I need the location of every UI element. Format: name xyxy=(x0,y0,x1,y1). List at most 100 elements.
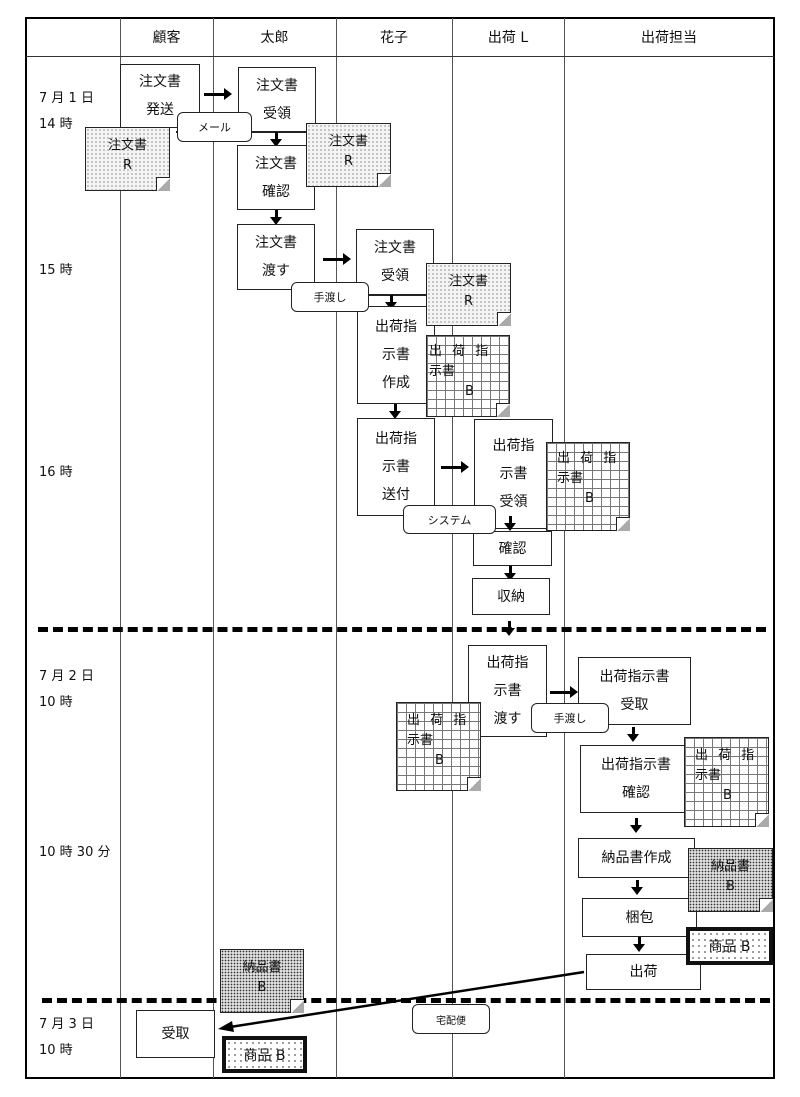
step-text: 確認 xyxy=(498,540,527,557)
time-label-1030: 10 時 30 分 xyxy=(39,845,111,860)
medium-courier: 宅配便 xyxy=(412,1004,490,1034)
step-text: 渡す xyxy=(262,263,290,279)
arrowhead-icon xyxy=(218,1021,234,1032)
day-separator xyxy=(38,627,766,632)
doc-text: R xyxy=(343,154,354,169)
folded-corner-icon xyxy=(467,777,481,791)
time-label-day1: 7 月 1 日 14 時 xyxy=(39,86,94,138)
swimlane-frame xyxy=(25,17,775,1079)
doc-text: 納品書 xyxy=(242,960,282,975)
doc-text: 示書 xyxy=(695,768,722,783)
step-text: 出荷指 xyxy=(375,319,417,335)
arrow-down-icon xyxy=(504,566,516,581)
step-text: 注文書 xyxy=(255,155,297,172)
step-text: 受取 xyxy=(620,697,649,713)
doc-text: 注文書 xyxy=(448,274,488,289)
step-ship: 出荷 xyxy=(586,954,701,990)
date-label: 7 月 1 日 xyxy=(39,91,94,106)
hour-label: 14 時 xyxy=(39,117,73,132)
doc-text: B xyxy=(726,879,735,894)
arrow-down-icon xyxy=(270,132,282,147)
step-create-delivery-note: 納品書作成 xyxy=(578,838,695,878)
document-instruction-b: 出 荷 指 示書 B xyxy=(546,442,630,531)
step-hand-order: 注文書渡す xyxy=(237,224,315,290)
doc-text: R xyxy=(122,158,133,173)
date-label: 7 月 3 日 xyxy=(39,1017,94,1032)
doc-text: B xyxy=(257,980,267,995)
document-instruction-b: 出 荷 指 示書 B xyxy=(684,737,769,827)
goods-b: 商品 B xyxy=(686,927,773,965)
medium-mail: メール xyxy=(177,112,252,142)
step-text: 発送 xyxy=(146,102,174,118)
document-order-r: 注文書 R xyxy=(426,263,511,326)
step-text: 出荷指示書 xyxy=(599,669,670,685)
arrow-down-icon xyxy=(389,404,401,419)
doc-text: 示書 xyxy=(429,364,456,379)
date-label: 7 月 2 日 xyxy=(39,669,94,684)
doc-text: 出 荷 指 xyxy=(429,344,492,359)
step-confirm: 確認 xyxy=(473,531,552,566)
arrow-down-icon xyxy=(503,621,515,636)
folded-corner-icon xyxy=(496,403,510,417)
lane-header-shipping-staff: 出荷担当 xyxy=(641,30,697,46)
folded-corner-icon xyxy=(497,312,511,326)
goods-b: 商品 B xyxy=(222,1036,307,1073)
lane-header-taro: 太郎 xyxy=(260,30,289,46)
doc-text: 出 荷 指 xyxy=(695,748,758,763)
step-text: 納品書作成 xyxy=(601,850,672,866)
time-label-16: 16 時 xyxy=(39,465,73,480)
doc-text: B xyxy=(585,491,594,506)
step-text: 梱包 xyxy=(625,909,654,926)
lane-divider xyxy=(336,18,337,1078)
arrow-down-icon xyxy=(633,937,645,952)
step-text: 確認 xyxy=(622,785,650,801)
step-customer-receive: 受取 xyxy=(136,1010,215,1058)
step-text: 示書 xyxy=(493,683,522,699)
medium-hand-delivery: 手渡し xyxy=(291,282,369,312)
step-confirm-instruction-staff: 出荷指示書確認 xyxy=(580,745,692,813)
step-text: 出荷指示書 xyxy=(601,757,671,773)
document-delivery-note-b: 納品書 B xyxy=(688,848,773,912)
arrow-down-icon xyxy=(627,727,639,742)
step-text: 示書 xyxy=(382,347,410,363)
arrow-right-icon xyxy=(204,88,232,100)
step-text: 注文書 xyxy=(255,235,297,251)
lane-divider xyxy=(564,18,565,1078)
step-confirm-order: 注文書確認 xyxy=(237,145,315,210)
hour-label: 10 時 xyxy=(39,1043,73,1058)
step-pack: 梱包 xyxy=(582,898,697,937)
step-text: 送付 xyxy=(382,487,410,503)
time-label-day3: 7 月 3 日 10 時 xyxy=(39,1012,94,1064)
arrow-down-icon xyxy=(631,880,643,895)
step-text: 示書 xyxy=(499,466,528,482)
step-text: 出荷 xyxy=(629,964,658,980)
step-text: 示書 xyxy=(382,459,410,475)
lane-header-hanako: 花子 xyxy=(380,30,408,46)
document-order-r: 注文書 R xyxy=(306,123,391,187)
arrow-down-icon xyxy=(630,818,642,833)
doc-text: 出 荷 指 xyxy=(407,713,470,728)
step-text: 収納 xyxy=(497,588,525,605)
doc-text: B xyxy=(465,384,474,399)
doc-text: B xyxy=(435,753,444,768)
lane-header-shipping-l: 出荷 L xyxy=(487,30,529,46)
medium-system: システム xyxy=(403,505,496,534)
arrow-right-icon xyxy=(550,686,578,698)
doc-text: 示書 xyxy=(407,733,434,748)
step-send-instruction: 出荷指示書送付 xyxy=(357,418,435,516)
doc-text: 注文書 xyxy=(328,134,368,149)
medium-hand-delivery: 手渡し xyxy=(531,703,609,733)
lane-divider xyxy=(213,18,214,1078)
arrow-down-icon xyxy=(504,516,516,531)
step-text: 受取 xyxy=(161,1026,190,1042)
arrow-right-icon xyxy=(323,253,351,265)
folded-corner-icon xyxy=(755,813,769,827)
step-receive-instruction-staff: 出荷指示書受取 xyxy=(578,657,691,725)
folded-corner-icon xyxy=(377,173,391,187)
step-text: 渡す xyxy=(493,711,522,727)
document-order-r: 注文書 R xyxy=(85,127,170,191)
step-text: 出荷指 xyxy=(486,655,529,671)
header-divider xyxy=(26,56,774,57)
